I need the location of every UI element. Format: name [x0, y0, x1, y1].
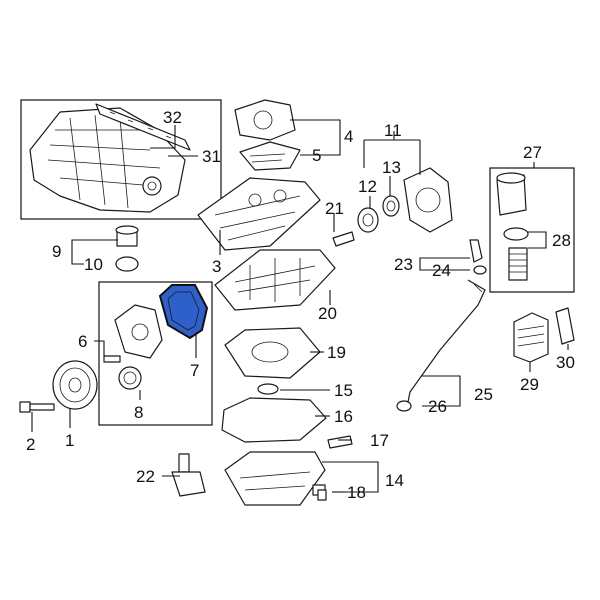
callout-32: 32 — [163, 108, 182, 127]
dipstick-tube — [407, 279, 486, 403]
head-cover — [234, 99, 296, 141]
timing-cover-bolt — [103, 355, 121, 363]
callout-19: 19 — [327, 343, 346, 362]
callout-10: 10 — [84, 255, 103, 274]
drain-plug — [312, 484, 327, 501]
oil-baffle — [327, 435, 353, 449]
callout-8: 8 — [134, 403, 143, 422]
dipstick-handle — [469, 239, 483, 263]
callout-13: 13 — [382, 158, 401, 177]
shaft-seal — [332, 231, 355, 247]
callout-28: 28 — [552, 231, 571, 250]
timing-cover — [114, 304, 163, 359]
cam-plug-13 — [382, 195, 400, 217]
callout-26: 26 — [428, 397, 447, 416]
callouts: 32 31 4 5 3 21 20 19 15 16 17 14 18 22 9… — [26, 108, 575, 502]
callout-9: 9 — [52, 242, 61, 261]
intake-manifold — [29, 107, 186, 213]
timing-cover-box — [98, 281, 213, 426]
callout-20: 20 — [318, 304, 337, 323]
dipstick-o-ring — [473, 265, 487, 275]
callout-16: 16 — [334, 407, 353, 426]
callout-23: 23 — [394, 255, 413, 274]
callout-6: 6 — [78, 332, 87, 351]
filter-o-ring — [503, 227, 529, 241]
oil-filler-cap — [115, 225, 139, 247]
callout-22: 22 — [136, 467, 155, 486]
callout-21: 21 — [325, 199, 344, 218]
oil-cooler — [513, 312, 549, 363]
callout-5: 5 — [312, 146, 321, 165]
cam-seal-12 — [357, 207, 379, 233]
callout-24: 24 — [432, 261, 451, 280]
oil-pan-gasket — [221, 397, 327, 443]
oil-level-sensor — [171, 453, 206, 497]
upper-timing-cover — [403, 167, 453, 233]
callout-4: 4 — [344, 127, 353, 146]
callout-14: 14 — [385, 471, 404, 490]
cooler-gasket — [555, 307, 575, 345]
tube-o-ring — [396, 400, 412, 412]
manifold-gasket — [95, 103, 191, 151]
callout-31: 31 — [202, 147, 221, 166]
callout-30: 30 — [556, 353, 575, 372]
engine-block — [214, 249, 336, 311]
oil-pan — [224, 451, 326, 506]
oil-filter-element — [508, 247, 528, 281]
callout-25: 25 — [474, 385, 493, 404]
oil-pump-gasket — [257, 383, 279, 395]
leader-lines — [31, 119, 569, 493]
cover-gasket — [239, 141, 301, 171]
callout-12: 12 — [358, 177, 377, 196]
pulley-bolt — [19, 401, 55, 413]
filler-cap-seal — [115, 256, 139, 272]
cylinder-head — [197, 177, 321, 251]
callout-2: 2 — [26, 435, 35, 454]
callout-27: 27 — [523, 143, 542, 162]
timing-cover-gasket-highlighted — [158, 284, 209, 340]
callout-1: 1 — [65, 431, 74, 450]
callout-17: 17 — [370, 431, 389, 450]
oil-filter-cap — [496, 172, 527, 216]
callout-7: 7 — [190, 361, 199, 380]
callout-11: 11 — [384, 121, 402, 140]
crank-pulley — [52, 360, 98, 410]
callout-18: 18 — [347, 483, 366, 502]
callout-15: 15 — [334, 381, 353, 400]
callout-3: 3 — [212, 257, 221, 276]
crank-seal — [118, 366, 142, 390]
callout-29: 29 — [520, 375, 539, 394]
intake-manifold-box — [20, 99, 222, 220]
crankcase-section — [224, 327, 321, 379]
oil-filter-box — [489, 167, 575, 293]
